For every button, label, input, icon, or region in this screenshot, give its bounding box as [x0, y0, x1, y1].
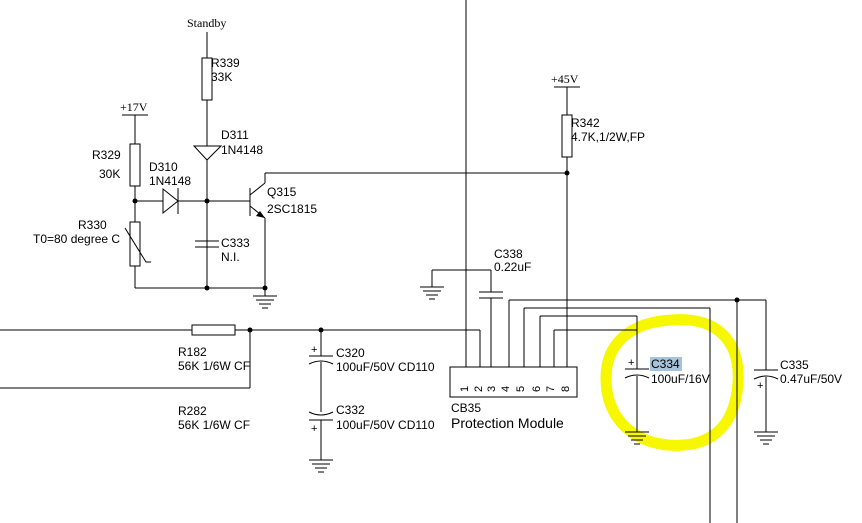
r330-ref: R330 — [78, 218, 107, 232]
r330-value: T0=80 degree C — [33, 232, 120, 246]
pin-3: 3 — [486, 386, 498, 392]
pin-8: 8 — [560, 386, 572, 392]
d310-value: 1N4148 — [149, 174, 191, 188]
c338-ref: C338 — [494, 247, 523, 261]
cb35-ref: CB35 — [451, 401, 481, 415]
c320-ref: C320 — [336, 346, 365, 360]
pin-7: 7 — [545, 386, 557, 392]
ground-symbol — [754, 431, 778, 445]
v45-label: +45V — [551, 72, 579, 86]
pin-2: 2 — [473, 386, 485, 392]
c332-value: 100uF/50V CD110 — [336, 418, 435, 432]
r182-value: 56K 1/6W CF — [178, 359, 250, 373]
r329-value: 30K — [99, 167, 120, 181]
r342-value: 4.7K,1/2W,FP — [571, 130, 645, 144]
ground-symbol — [625, 431, 649, 445]
c320-value: 100uF/50V CD110 — [336, 360, 435, 374]
c334-value: 100uF/16V — [651, 372, 710, 386]
c332-plus: + — [311, 423, 317, 435]
r339-value: 33K — [211, 70, 232, 84]
d311-diode — [192, 145, 223, 161]
module-name: Protection Module — [451, 415, 564, 431]
c332-ref: C332 — [336, 403, 365, 417]
d311-value: 1N4148 — [221, 143, 263, 157]
r182-ref: R182 — [178, 345, 207, 359]
r329-ref: R329 — [92, 148, 121, 162]
c333-value: N.I. — [221, 250, 240, 264]
standby-label: Standby — [187, 16, 226, 30]
r339-ref: R339 — [211, 56, 240, 70]
v17-label: +17V — [120, 100, 148, 114]
c338-value: 0.22uF — [494, 260, 531, 274]
c334-selection — [650, 357, 682, 371]
ground-symbol — [309, 459, 333, 473]
ground-symbol — [253, 295, 277, 309]
c335-ref: C335 — [780, 358, 809, 372]
c334-plus: + — [628, 357, 634, 369]
pin-6: 6 — [531, 386, 543, 392]
r282-ref: R282 — [178, 404, 207, 418]
d310-diode — [162, 187, 179, 215]
c320-plus: + — [311, 344, 317, 356]
ground-symbol — [420, 286, 444, 300]
pin-1: 1 — [459, 386, 471, 392]
r342-ref: R342 — [571, 116, 600, 130]
pin-4: 4 — [500, 386, 512, 392]
c333-ref: C333 — [221, 236, 250, 250]
d310-ref: D310 — [149, 160, 178, 174]
c335-plus: + — [757, 380, 763, 392]
r182-resistor — [191, 324, 236, 336]
cb35-connector — [449, 366, 578, 398]
q315-ref: Q315 — [267, 185, 297, 199]
c335-value: 0.47uF/50V — [780, 372, 842, 386]
d311-ref: D311 — [221, 128, 249, 142]
r282-value: 56K 1/6W CF — [178, 418, 250, 432]
r329-resistor — [129, 143, 141, 187]
pin-5: 5 — [515, 386, 527, 392]
c334-ref: C334 — [651, 357, 680, 371]
q315-value: 2SC1815 — [267, 202, 317, 216]
yellow-highlight-circle — [600, 314, 744, 451]
